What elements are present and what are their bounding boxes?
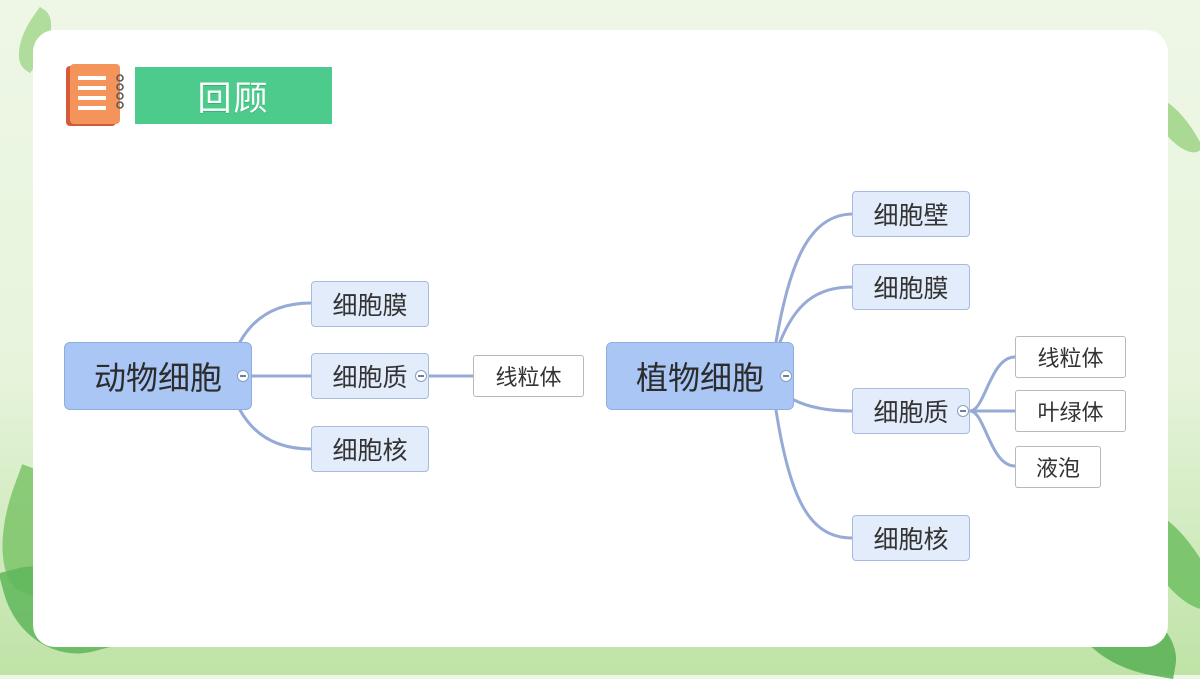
topic-plant-nucleus[interactable]: 细胞核 [852, 515, 970, 561]
topic-plant-wall[interactable]: 细胞壁 [852, 191, 970, 237]
collapse-toggle-plant[interactable] [780, 370, 792, 382]
topic-plant-membrane[interactable]: 细胞膜 [852, 264, 970, 310]
topic-animal-membrane[interactable]: 细胞膜 [311, 281, 429, 327]
topic-plant-cytoplasm[interactable]: 细胞质 [852, 388, 970, 434]
content-card [33, 30, 1168, 647]
collapse-toggle-plant-cytoplasm[interactable] [957, 405, 969, 417]
topic-animal-cytoplasm[interactable]: 细胞质 [311, 353, 429, 399]
connector-plant-vacuole [968, 409, 1017, 468]
subtopic-plant-chloroplast[interactable]: 叶绿体 [1015, 390, 1126, 432]
connector-plant-mito [968, 355, 1017, 413]
notebook-icon [66, 64, 124, 126]
connector-plant-cytoplasm [792, 398, 854, 413]
connector-plant-membrane [778, 285, 854, 344]
topic-animal-nucleus[interactable]: 细胞核 [311, 426, 429, 472]
subtopic-animal-mitochondria[interactable]: 线粒体 [473, 355, 584, 397]
connector-animal-nucleus [238, 408, 313, 451]
root-node-animal-cell[interactable]: 动物细胞 [64, 342, 252, 410]
subtopic-plant-vacuole[interactable]: 液泡 [1015, 446, 1101, 488]
collapse-toggle-animal[interactable] [237, 370, 249, 382]
root-node-plant-cell[interactable]: 植物细胞 [606, 342, 794, 410]
collapse-toggle-animal-cytoplasm[interactable] [415, 370, 427, 382]
connector-plant-nucleus [774, 408, 854, 540]
connector-animal-membrane [238, 301, 313, 344]
page-title: 回顾 [135, 67, 332, 124]
subtopic-plant-mitochondria[interactable]: 线粒体 [1015, 336, 1126, 378]
connector-plant-wall [774, 212, 854, 344]
